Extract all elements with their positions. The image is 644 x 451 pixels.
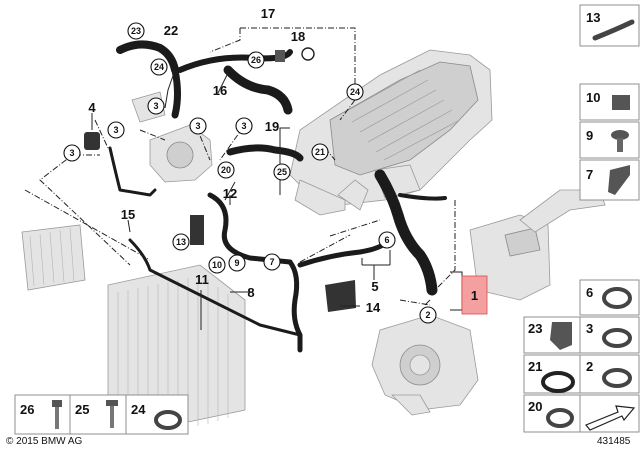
highlight-part-1: 1 xyxy=(461,275,488,315)
legend-item-25: 25 xyxy=(69,394,127,435)
circle-callout-23: 23 xyxy=(127,22,145,40)
circle-callout-10: 10 xyxy=(208,256,226,274)
legend-item-24: 24 xyxy=(125,394,189,435)
svg-text:25: 25 xyxy=(277,167,287,177)
circle-callout-3e: 3 xyxy=(63,144,81,162)
svg-text:24: 24 xyxy=(131,402,146,417)
circle-callout-20: 20 xyxy=(217,161,235,179)
sidebar-item-10: 10 xyxy=(579,83,640,121)
callout-14: 14 xyxy=(366,300,381,315)
svg-text:3: 3 xyxy=(69,148,74,158)
svg-text:3: 3 xyxy=(241,121,246,131)
svg-text:9: 9 xyxy=(234,258,239,268)
bracket-13 xyxy=(190,215,204,245)
svg-text:10: 10 xyxy=(586,90,600,105)
bracket-14 xyxy=(325,280,356,312)
callout-22: 22 xyxy=(164,23,178,38)
sidebar-arrow-box xyxy=(579,394,640,433)
sidebar-item-21: 21 xyxy=(523,354,581,394)
aux-radiator-illustration xyxy=(21,224,86,291)
svg-text:3: 3 xyxy=(195,121,200,131)
svg-text:9: 9 xyxy=(586,128,593,143)
bearing-4 xyxy=(84,132,100,150)
callout-15: 15 xyxy=(121,207,135,222)
o-ring-18 xyxy=(301,47,315,61)
svg-text:13: 13 xyxy=(176,237,186,247)
sidebar-item-7: 7 xyxy=(579,159,640,201)
svg-text:6: 6 xyxy=(384,235,389,245)
hose-15 xyxy=(108,146,157,197)
svg-text:25: 25 xyxy=(75,402,89,417)
fitting-26 xyxy=(275,50,285,62)
callout-5: 5 xyxy=(371,279,378,294)
svg-text:24: 24 xyxy=(154,62,164,72)
callout-12: 12 xyxy=(223,186,237,201)
svg-text:6: 6 xyxy=(586,285,593,300)
hose-7 xyxy=(287,259,303,353)
svg-text:7: 7 xyxy=(269,257,274,267)
svg-text:10: 10 xyxy=(212,260,222,270)
circle-callout-3a: 3 xyxy=(147,97,165,115)
svg-text:24: 24 xyxy=(350,87,360,97)
copyright-text: © 2015 BMW AG xyxy=(6,436,83,447)
callout-1: 1 xyxy=(471,288,478,303)
svg-text:21: 21 xyxy=(528,359,542,374)
callout-17: 17 xyxy=(261,6,275,21)
radiator-illustration xyxy=(107,264,246,431)
svg-text:26: 26 xyxy=(20,402,34,417)
diagram-number: 431485 xyxy=(597,436,631,447)
circle-callout-9: 9 xyxy=(228,254,246,272)
callout-16: 16 xyxy=(213,83,227,98)
circle-callout-25: 25 xyxy=(273,163,291,181)
pipe-11 xyxy=(128,238,302,337)
sidebar-item-20: 20 xyxy=(523,394,581,433)
svg-text:23: 23 xyxy=(528,321,542,336)
circle-callout-24b: 24 xyxy=(346,83,364,101)
circle-callout-7: 7 xyxy=(263,253,281,271)
electric-water-pump-illustration xyxy=(371,314,479,416)
svg-text:23: 23 xyxy=(131,26,141,36)
callout-19: 19 xyxy=(265,119,279,134)
svg-text:13: 13 xyxy=(586,10,600,25)
hose-16 xyxy=(223,65,293,115)
svg-text:3: 3 xyxy=(153,101,158,111)
svg-text:3: 3 xyxy=(586,321,593,336)
svg-text:21: 21 xyxy=(315,147,325,157)
legend-item-26: 26 xyxy=(14,394,71,435)
svg-text:20: 20 xyxy=(528,399,542,414)
circled-callouts: 23 24 26 24 3 3 3 3 3 21 20 25 13 10 9 7… xyxy=(63,22,437,324)
svg-text:3: 3 xyxy=(113,125,118,135)
bottom-legend: 26 25 24 xyxy=(14,394,189,435)
circle-callout-3b: 3 xyxy=(107,121,125,139)
svg-text:7: 7 xyxy=(586,167,593,182)
callout-11: 11 xyxy=(195,272,209,287)
svg-text:20: 20 xyxy=(221,165,231,175)
circle-callout-3c: 3 xyxy=(189,117,207,135)
svg-text:26: 26 xyxy=(251,55,261,65)
circle-callout-6: 6 xyxy=(378,231,396,249)
sidebar-item-13: 13 xyxy=(579,4,640,47)
engine-block-illustration xyxy=(289,49,493,216)
sidebar-item-2: 2 xyxy=(579,354,640,394)
circle-callout-24a: 24 xyxy=(150,58,168,76)
circle-callout-26: 26 xyxy=(247,51,265,69)
sidebar-item-23: 23 xyxy=(523,316,581,354)
callout-4: 4 xyxy=(88,100,96,115)
circle-callout-13: 13 xyxy=(172,233,190,251)
plain-callouts: 4 5 8 11 12 14 15 16 17 18 19 22 xyxy=(88,6,381,315)
sidebar-item-6: 6 xyxy=(579,279,640,316)
sidebar-item-3: 3 xyxy=(579,316,640,354)
sidebar-item-9: 9 xyxy=(579,121,640,159)
svg-text:2: 2 xyxy=(586,359,593,374)
callout-18: 18 xyxy=(291,29,305,44)
circle-callout-2: 2 xyxy=(419,306,437,324)
circle-callout-21: 21 xyxy=(311,143,329,161)
svg-text:2: 2 xyxy=(425,310,430,320)
circle-callout-3d: 3 xyxy=(235,117,253,135)
hose-20 xyxy=(226,144,304,162)
sidebar: 13 10 9 7 6 23 xyxy=(523,4,640,433)
callout-8: 8 xyxy=(247,285,254,300)
hose-12 xyxy=(207,192,293,265)
